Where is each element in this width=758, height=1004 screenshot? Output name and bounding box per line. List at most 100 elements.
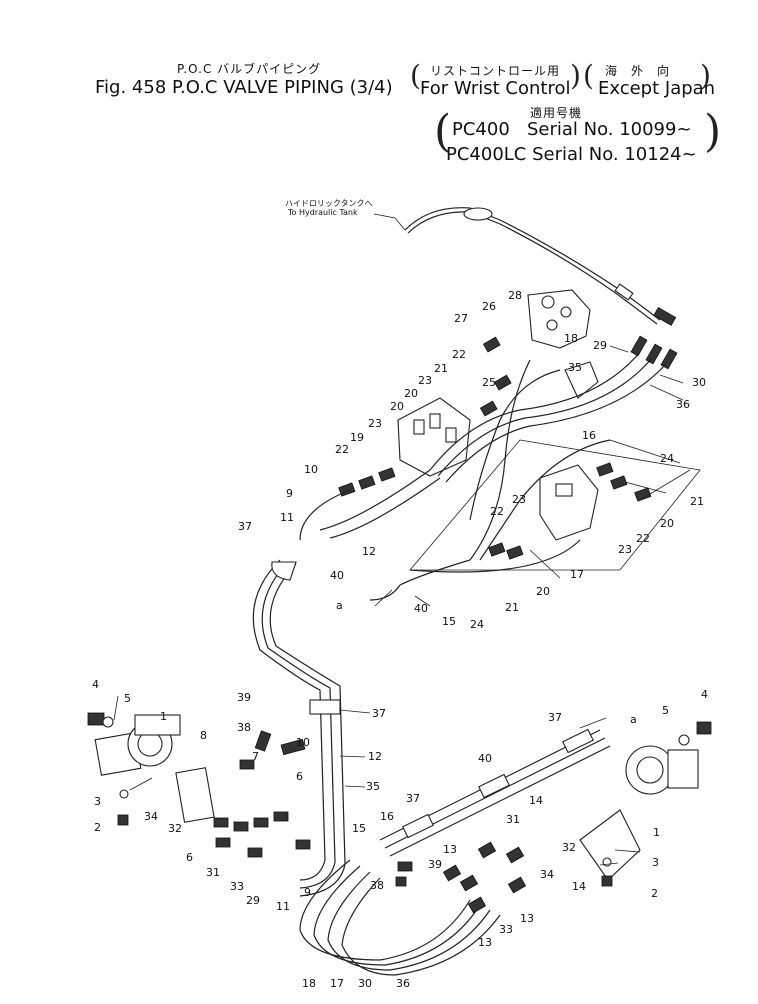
callout-36: 36 xyxy=(676,398,690,411)
callout-11: 11 xyxy=(280,511,294,524)
callout-24: 24 xyxy=(660,452,674,465)
callout-16: 16 xyxy=(380,810,394,823)
callout-32: 32 xyxy=(168,822,182,835)
pilot-valve-upper xyxy=(527,289,599,399)
callout-14: 14 xyxy=(572,880,586,893)
callout-38: 38 xyxy=(370,879,384,892)
callout-16: 16 xyxy=(582,429,596,442)
callout-38: 38 xyxy=(237,721,251,734)
callout-39: 39 xyxy=(428,858,442,871)
callout-numbers: 27 26 28 22 18 29 30 21 25 35 36 23 20 2… xyxy=(92,289,708,990)
callout-22: 22 xyxy=(490,505,504,518)
callout-33: 33 xyxy=(230,880,244,893)
jp-export-label: 海外向 xyxy=(605,64,684,78)
callout-14: 14 xyxy=(529,794,543,807)
callout-18: 18 xyxy=(302,977,316,990)
right-parallel-pipes xyxy=(379,728,611,857)
leader-lines xyxy=(113,345,691,866)
tank-leader xyxy=(373,213,406,231)
callout-30: 30 xyxy=(692,376,706,389)
callout-40: 40 xyxy=(330,569,344,582)
callout-37: 37 xyxy=(406,792,420,805)
paren-open-3: ( xyxy=(434,106,452,157)
main-pipes xyxy=(252,559,346,897)
callout-24: 24 xyxy=(470,618,484,631)
left-pilot-valve xyxy=(87,712,181,826)
paren-open-2: ( xyxy=(583,59,594,92)
callout-31: 31 xyxy=(206,866,220,879)
callout-17: 17 xyxy=(570,568,584,581)
callout-20: 20 xyxy=(536,585,550,598)
callout-a: a xyxy=(630,713,637,726)
serial-line-2: PC400LC Serial No. 10124~ xyxy=(446,144,697,165)
callout-21: 21 xyxy=(690,495,704,508)
callout-4: 4 xyxy=(701,688,708,701)
callout-27: 27 xyxy=(454,312,468,325)
callout-2: 2 xyxy=(94,821,101,834)
paren-close-3: ) xyxy=(704,106,722,157)
right-pilot-valve xyxy=(579,721,712,887)
paren-close-1: ) xyxy=(570,59,581,92)
callout-31: 31 xyxy=(506,813,520,826)
callout-2: 2 xyxy=(651,887,658,900)
callout-29: 29 xyxy=(593,339,607,352)
callout-18: 18 xyxy=(564,332,578,345)
serial-line-1: PC400 Serial No. 10099~ xyxy=(452,119,692,140)
callout-32: 32 xyxy=(562,841,576,854)
callout-28: 28 xyxy=(508,289,522,302)
callout-34: 34 xyxy=(144,810,158,823)
tank-label-jp: ハイドロリックタンクへ xyxy=(285,199,373,208)
callout-23: 23 xyxy=(512,493,526,506)
hose-bundle-left xyxy=(299,469,581,601)
callout-37: 37 xyxy=(372,707,386,720)
upper-right-fittings xyxy=(630,306,678,370)
callout-6: 6 xyxy=(186,851,193,864)
callout-17: 17 xyxy=(330,977,344,990)
callout-1: 1 xyxy=(653,826,660,839)
callout-3: 3 xyxy=(652,856,659,869)
callout-10: 10 xyxy=(304,463,318,476)
callout-26: 26 xyxy=(482,300,496,313)
pilot-valve-lower xyxy=(539,464,599,541)
callout-1: 1 xyxy=(160,710,167,723)
callout-12: 12 xyxy=(362,545,376,558)
callout-13: 13 xyxy=(520,912,534,925)
callout-10: 10 xyxy=(296,736,310,749)
callout-12: 12 xyxy=(368,750,382,763)
export-label: Except Japan xyxy=(598,78,716,99)
callout-40: 40 xyxy=(478,752,492,765)
callout-21: 21 xyxy=(434,362,448,375)
callout-8: 8 xyxy=(200,729,207,742)
callout-23: 23 xyxy=(618,543,632,556)
callout-29: 29 xyxy=(246,894,260,907)
callout-36: 36 xyxy=(396,977,410,990)
callout-a: a xyxy=(336,599,343,612)
callout-3: 3 xyxy=(94,795,101,808)
wrist-control-label: For Wrist Control xyxy=(420,78,571,99)
callout-15: 15 xyxy=(352,822,366,835)
jp-models-label: 適用号機 xyxy=(530,106,583,120)
callout-20: 20 xyxy=(390,400,404,413)
callout-13: 13 xyxy=(478,936,492,949)
callout-5: 5 xyxy=(662,704,669,717)
jp-title: P.O.C バルブパイピング xyxy=(177,62,322,76)
callout-33: 33 xyxy=(499,923,513,936)
bottom-hose-loops xyxy=(299,841,527,976)
mid-left-fittings xyxy=(338,336,652,560)
callout-5: 5 xyxy=(124,692,131,705)
callout-20: 20 xyxy=(404,387,418,400)
lower-left-fittings xyxy=(175,730,311,858)
hose-bundle-upper xyxy=(429,351,667,561)
callout-22: 22 xyxy=(335,443,349,456)
callout-35: 35 xyxy=(366,780,380,793)
callout-34: 34 xyxy=(540,868,554,881)
callout-23: 23 xyxy=(418,374,432,387)
callout-6: 6 xyxy=(296,770,303,783)
callout-11: 11 xyxy=(276,900,290,913)
callout-22: 22 xyxy=(452,348,466,361)
callout-22: 22 xyxy=(636,532,650,545)
callout-30: 30 xyxy=(358,977,372,990)
tank-label-en: To Hydraulic Tank xyxy=(287,208,358,217)
callout-4: 4 xyxy=(92,678,99,691)
